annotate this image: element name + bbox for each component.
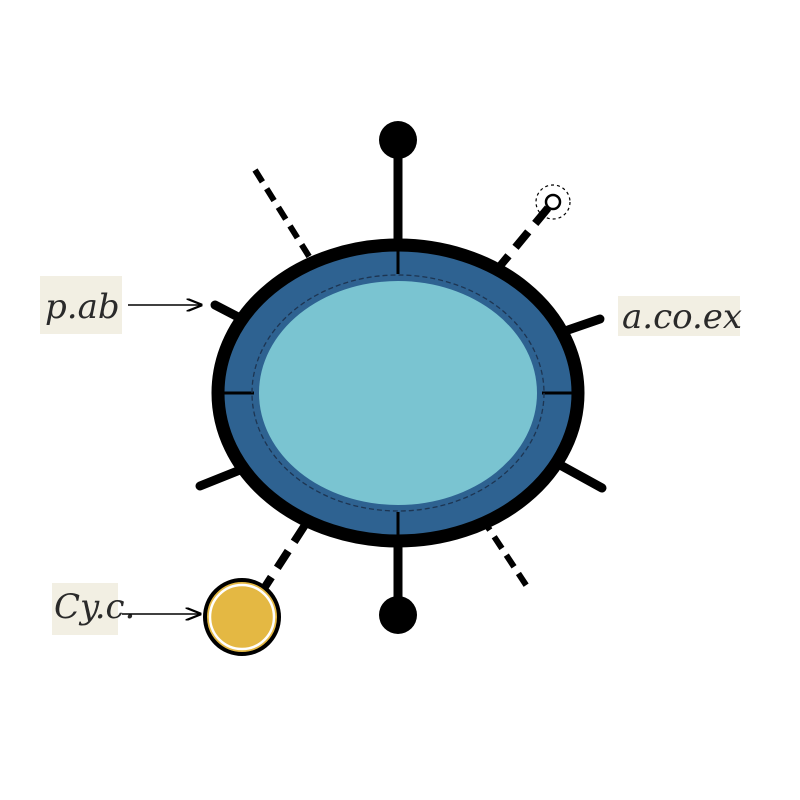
ring-ticks <box>224 250 572 536</box>
label-right: a.co.ex <box>622 297 742 337</box>
spoke-right-lower <box>557 461 607 493</box>
spoke-left-upper <box>210 300 245 323</box>
spoke-right-upper <box>563 314 605 335</box>
thick-dashed-spoke-lower-left <box>259 522 309 593</box>
inner-core <box>259 281 537 505</box>
label-bg-right <box>618 296 740 336</box>
knob-bottom <box>379 596 417 634</box>
thick-dashed-spokes <box>259 205 552 593</box>
dashed-spoke-lower-right <box>467 498 531 590</box>
spoke-left-lower <box>195 465 245 491</box>
inner-dashed-boundary <box>251 274 545 512</box>
label-bg-left-lower <box>52 583 118 635</box>
gold-dot <box>203 578 281 656</box>
pin-head <box>544 193 562 211</box>
label-bg-left-upper <box>40 276 122 334</box>
pin-dashed-halo <box>535 184 571 220</box>
knob-top <box>379 121 417 159</box>
label-left-upper: p.ab <box>45 287 120 327</box>
thick-dashed-spoke-upper-right <box>496 205 552 269</box>
label-left-lower: Cy.c. <box>54 587 135 627</box>
gold-dot-inner-edge <box>208 583 276 651</box>
